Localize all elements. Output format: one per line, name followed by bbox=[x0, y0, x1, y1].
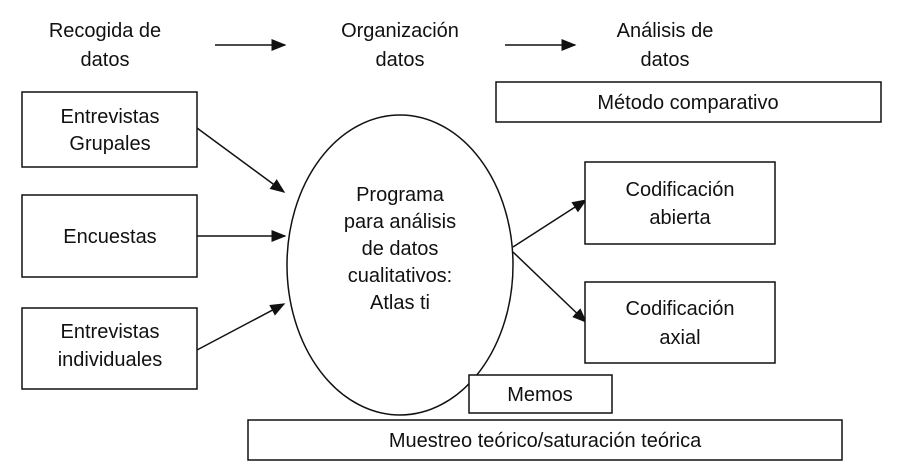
coding-label: abierta bbox=[649, 207, 711, 229]
program-ellipse bbox=[286, 114, 514, 416]
source-label: Entrevistas bbox=[61, 321, 160, 343]
program-label: cualitativos: bbox=[348, 265, 453, 287]
header-organization-line1: Organización bbox=[341, 20, 459, 42]
sampling-box bbox=[247, 419, 843, 461]
source-box-individual-interviews bbox=[21, 307, 198, 390]
header-collection-line1: Recogida de bbox=[49, 20, 161, 42]
source-box-surveys bbox=[21, 194, 198, 278]
open-coding-box bbox=[584, 161, 776, 245]
header-organization-line2: datos bbox=[376, 49, 425, 71]
program-label: Atlas ti bbox=[370, 292, 430, 314]
program-label: Programa bbox=[356, 184, 445, 206]
coding-label: Codificación bbox=[626, 179, 735, 201]
memos-box bbox=[468, 374, 613, 414]
memos-label: Memos bbox=[507, 384, 573, 406]
source-box-group-interviews bbox=[21, 91, 198, 168]
source-label: Grupales bbox=[69, 133, 150, 155]
axial-coding-box bbox=[584, 281, 776, 364]
program-label: de datos bbox=[362, 238, 439, 260]
coding-label: axial bbox=[659, 327, 700, 349]
source-label: Encuestas bbox=[63, 226, 156, 248]
arrow-source-1 bbox=[196, 127, 286, 193]
program-label: para análisis bbox=[344, 211, 456, 233]
arrow-to-axial-coding bbox=[512, 251, 588, 324]
header-analysis-line1: Análisis de bbox=[617, 20, 714, 42]
source-label: individuales bbox=[58, 349, 163, 371]
arrow-to-open-coding bbox=[512, 199, 588, 248]
header-analysis-line2: datos bbox=[641, 49, 690, 71]
header-collection-line2: datos bbox=[81, 49, 130, 71]
method-label: Método comparativo bbox=[597, 92, 778, 114]
sampling-label: Muestreo teórico/saturación teórica bbox=[389, 430, 702, 452]
coding-label: Codificación bbox=[626, 298, 735, 320]
source-label: Entrevistas bbox=[61, 106, 160, 128]
method-box bbox=[495, 81, 882, 123]
arrow-source-3 bbox=[196, 303, 286, 351]
